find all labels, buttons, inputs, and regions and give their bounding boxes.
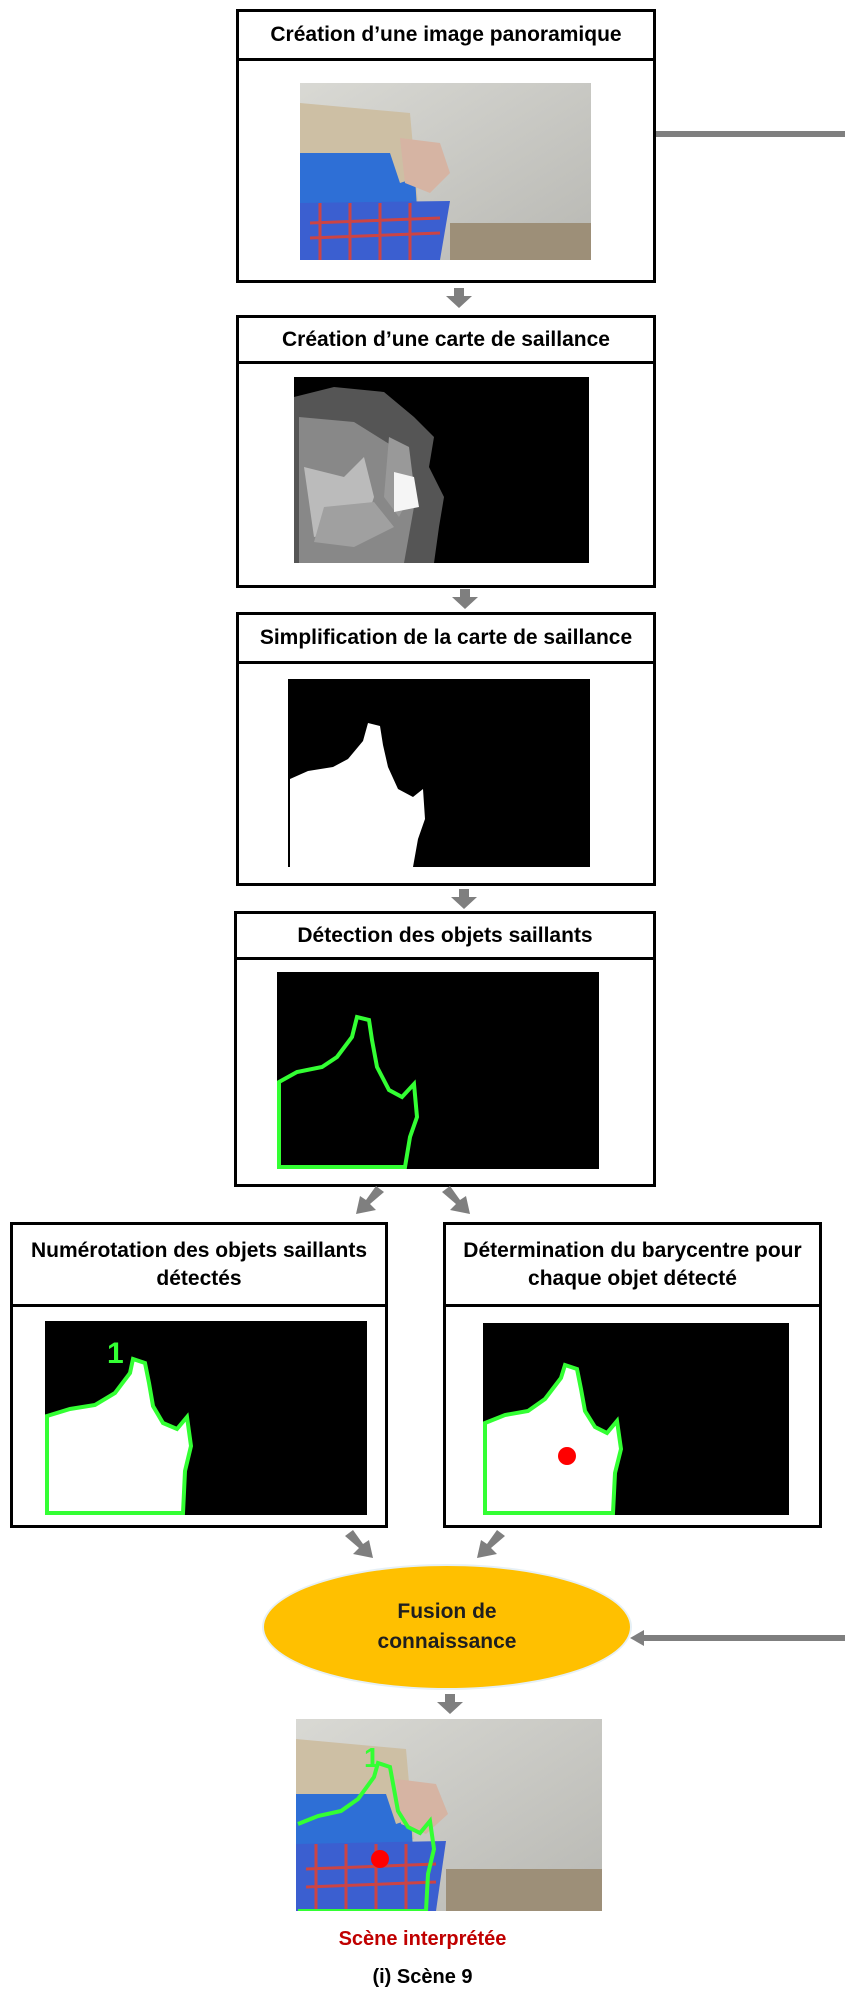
barycenter-point: [558, 1447, 576, 1465]
step-saliency-title: Création d’une carte de saillance: [239, 318, 653, 364]
detected-objects-image: [277, 972, 599, 1169]
simplified-map-image: [288, 679, 590, 867]
step-numbering-title: Numérotation des objets saillants détect…: [13, 1225, 385, 1307]
step-simplification-box: Simplification de la carte de saillance: [236, 612, 656, 886]
step-numbering-box: Numérotation des objets saillants détect…: [10, 1222, 388, 1528]
side-arrow-top: [656, 128, 845, 140]
down-arrow-icon: [436, 1694, 464, 1714]
step-panorama-box: Création d’une image panoramique: [236, 9, 656, 283]
step-simplification-title: Simplification de la carte de saillance: [239, 615, 653, 664]
panorama-image: [300, 83, 591, 260]
down-left-arrow-icon: [352, 1186, 386, 1216]
result-object-number: 1: [364, 1742, 380, 1773]
interpreted-scene-label: Scène interprétée: [338, 1928, 507, 1950]
step-barycenter-title: Détermination du barycentre pour chaque …: [446, 1225, 819, 1307]
down-left-arrow-icon: [473, 1530, 507, 1560]
saliency-map-image: [294, 377, 589, 563]
fusion-node: Fusion de connaissance: [262, 1564, 632, 1690]
step-saliency-box: Création d’une carte de saillance: [236, 315, 656, 588]
down-arrow-icon: [450, 889, 478, 909]
numbered-objects-image: 1: [45, 1321, 367, 1515]
down-arrow-icon: [451, 589, 479, 609]
interpreted-scene-image: 1: [296, 1719, 602, 1911]
step-detection-title: Détection des objets saillants: [237, 914, 653, 960]
fusion-label: Fusion de connaissance: [377, 1599, 517, 1653]
object-number-label: 1: [107, 1337, 124, 1370]
down-arrow-icon: [445, 288, 473, 308]
down-right-arrow-icon: [343, 1530, 377, 1560]
scene-caption: (i) Scène 9: [372, 1966, 473, 1988]
left-arrow-icon: [630, 1628, 845, 1648]
step-panorama-title: Création d’une image panoramique: [239, 12, 653, 61]
down-right-arrow-icon: [440, 1186, 474, 1216]
step-barycenter-box: Détermination du barycentre pour chaque …: [443, 1222, 822, 1528]
step-detection-box: Détection des objets saillants: [234, 911, 656, 1187]
result-barycenter-point: [371, 1850, 389, 1868]
barycenter-image: [483, 1323, 789, 1515]
